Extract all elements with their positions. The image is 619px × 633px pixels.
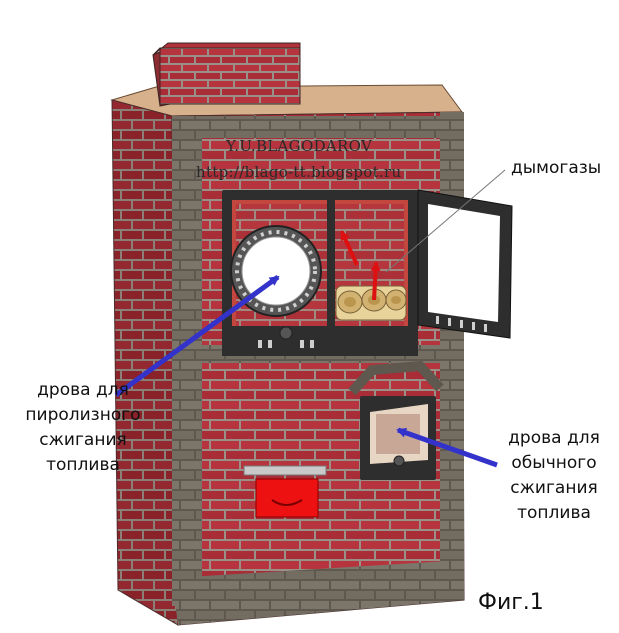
ordinary-wood-arrow [396, 427, 498, 468]
upper-firebox-divider [327, 200, 335, 346]
chimney-top [152, 42, 301, 56]
lower-firebox-knob [393, 455, 405, 467]
upper-firebox-bottom-bar [222, 326, 418, 356]
flue-gas-arrow-2 [370, 261, 381, 301]
ordinary-wood-label: дрова для обычного сжигания топлива [494, 426, 614, 526]
ordinary-wood-line-1: дрова для [508, 428, 600, 448]
ordinary-wood-line-4: топлива [517, 503, 591, 523]
ash-grate-bar [243, 465, 327, 476]
open-door-vents [436, 316, 487, 332]
ash-pit-door [255, 478, 319, 518]
grey-frame-bottom [172, 560, 464, 625]
chimney-front [159, 47, 301, 105]
watermark-author: Y.U.BLAGODAROV [226, 137, 373, 155]
pyrolysis-wood-label: дрова для пиролизного сжигания топлива [8, 378, 158, 478]
pyrolysis-wood-arrow [114, 274, 280, 398]
pyrolysis-wood-line-4: топлива [46, 455, 120, 475]
upper-firebox-vents [258, 340, 314, 348]
grey-frame-top [172, 116, 462, 138]
pyrolysis-logs [335, 285, 407, 321]
smoke-gases-label: дымогазы [511, 158, 602, 178]
watermark-url: http://blago-tt.blogspot.ru [196, 163, 402, 181]
flue-gas-arrow-1 [340, 230, 359, 266]
figure-caption: Фиг.1 [478, 590, 544, 615]
pyrolysis-wood-line-3: сжигания [39, 430, 127, 450]
smoke-pointer-line [385, 169, 506, 273]
lower-arch [348, 360, 444, 396]
round-hatch-bolt-ring [235, 230, 317, 312]
ash-pit-handle [271, 499, 303, 506]
ordinary-wood-line-3: сжигания [510, 478, 598, 498]
pyrolysis-wood-line-2: пиролизного [25, 405, 141, 425]
ordinary-wood-line-2: обычного [511, 453, 597, 473]
open-door-glass [428, 204, 500, 322]
stove-left-side [111, 99, 179, 626]
pyrolysis-wood-line-1: дрова для [37, 380, 129, 400]
upper-firebox-knob [279, 326, 293, 340]
